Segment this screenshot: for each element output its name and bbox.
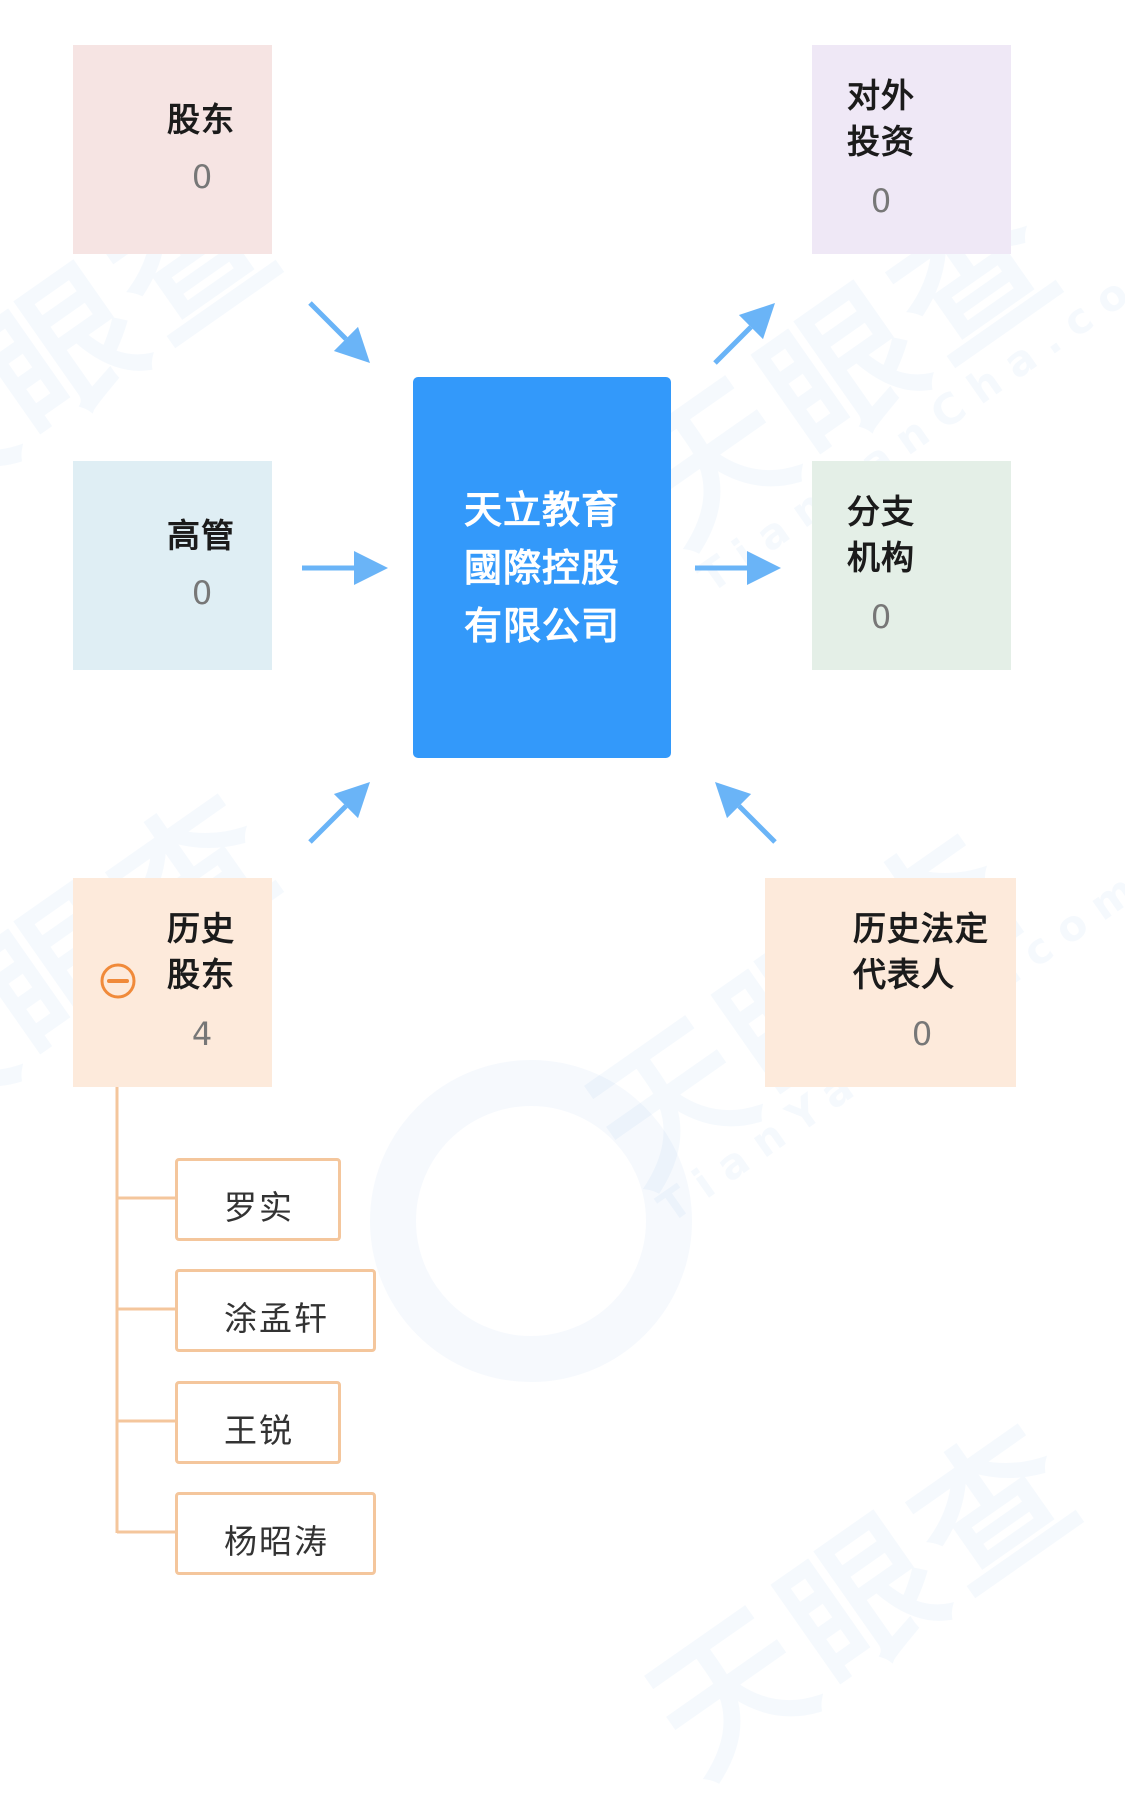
arrow-history-shareholders-to-center <box>308 782 370 844</box>
outbound-investment-label: 对外投资 <box>847 76 915 161</box>
arrow-history-legal-rep-to-center <box>715 782 777 844</box>
history-shareholder-item[interactable]: 涂孟轩 <box>175 1269 376 1352</box>
branches-node[interactable]: 分支机构 0 <box>812 461 1011 670</box>
history-shareholder-item[interactable]: 杨昭涛 <box>175 1492 376 1575</box>
history-shareholder-item[interactable]: 王锐 <box>175 1381 341 1464</box>
history-shareholders-label: 历史股东 <box>167 909 235 994</box>
arrow-executives-to-center <box>302 551 388 585</box>
branches-count: 0 <box>870 598 892 636</box>
history-shareholder-name: 杨昭涛 <box>224 1522 329 1561</box>
shareholders-label: 股东 <box>167 100 235 139</box>
arrow-shareholders-to-center <box>308 301 370 363</box>
arrow-center-to-investments <box>713 303 775 365</box>
company-center-box[interactable]: 天立教育國際控股有限公司 <box>413 377 671 758</box>
company-name: 天立教育國際控股有限公司 <box>463 487 620 648</box>
history-shareholder-item[interactable]: 罗实 <box>175 1158 341 1241</box>
history-shareholders-node[interactable]: 历史股东 4 <box>73 878 272 1087</box>
arrow-center-to-branches <box>695 551 781 585</box>
history-shareholder-tree-lines <box>115 1085 175 1534</box>
history-shareholders-count: 4 <box>191 1015 213 1053</box>
history-legal-representative-node[interactable]: 历史法定代表人 0 <box>765 878 1016 1087</box>
history-shareholder-name: 涂孟轩 <box>224 1299 329 1338</box>
history-shareholder-name: 王锐 <box>224 1411 294 1450</box>
shareholders-node[interactable]: 股东 0 <box>73 45 272 254</box>
history-shareholder-name: 罗实 <box>224 1188 294 1227</box>
branches-label: 分支机构 <box>847 492 915 577</box>
executives-node[interactable]: 高管 0 <box>73 461 272 670</box>
history-legal-representative-label: 历史法定代表人 <box>853 909 989 994</box>
minus-circle-icon[interactable] <box>99 962 137 1000</box>
executives-count: 0 <box>191 574 213 612</box>
history-legal-representative-count: 0 <box>911 1015 933 1053</box>
outbound-investment-count: 0 <box>870 182 892 220</box>
executives-label: 高管 <box>167 516 235 555</box>
relation-arrows <box>302 301 781 844</box>
shareholders-count: 0 <box>191 158 213 196</box>
outbound-investment-node[interactable]: 对外投资 0 <box>812 45 1011 254</box>
